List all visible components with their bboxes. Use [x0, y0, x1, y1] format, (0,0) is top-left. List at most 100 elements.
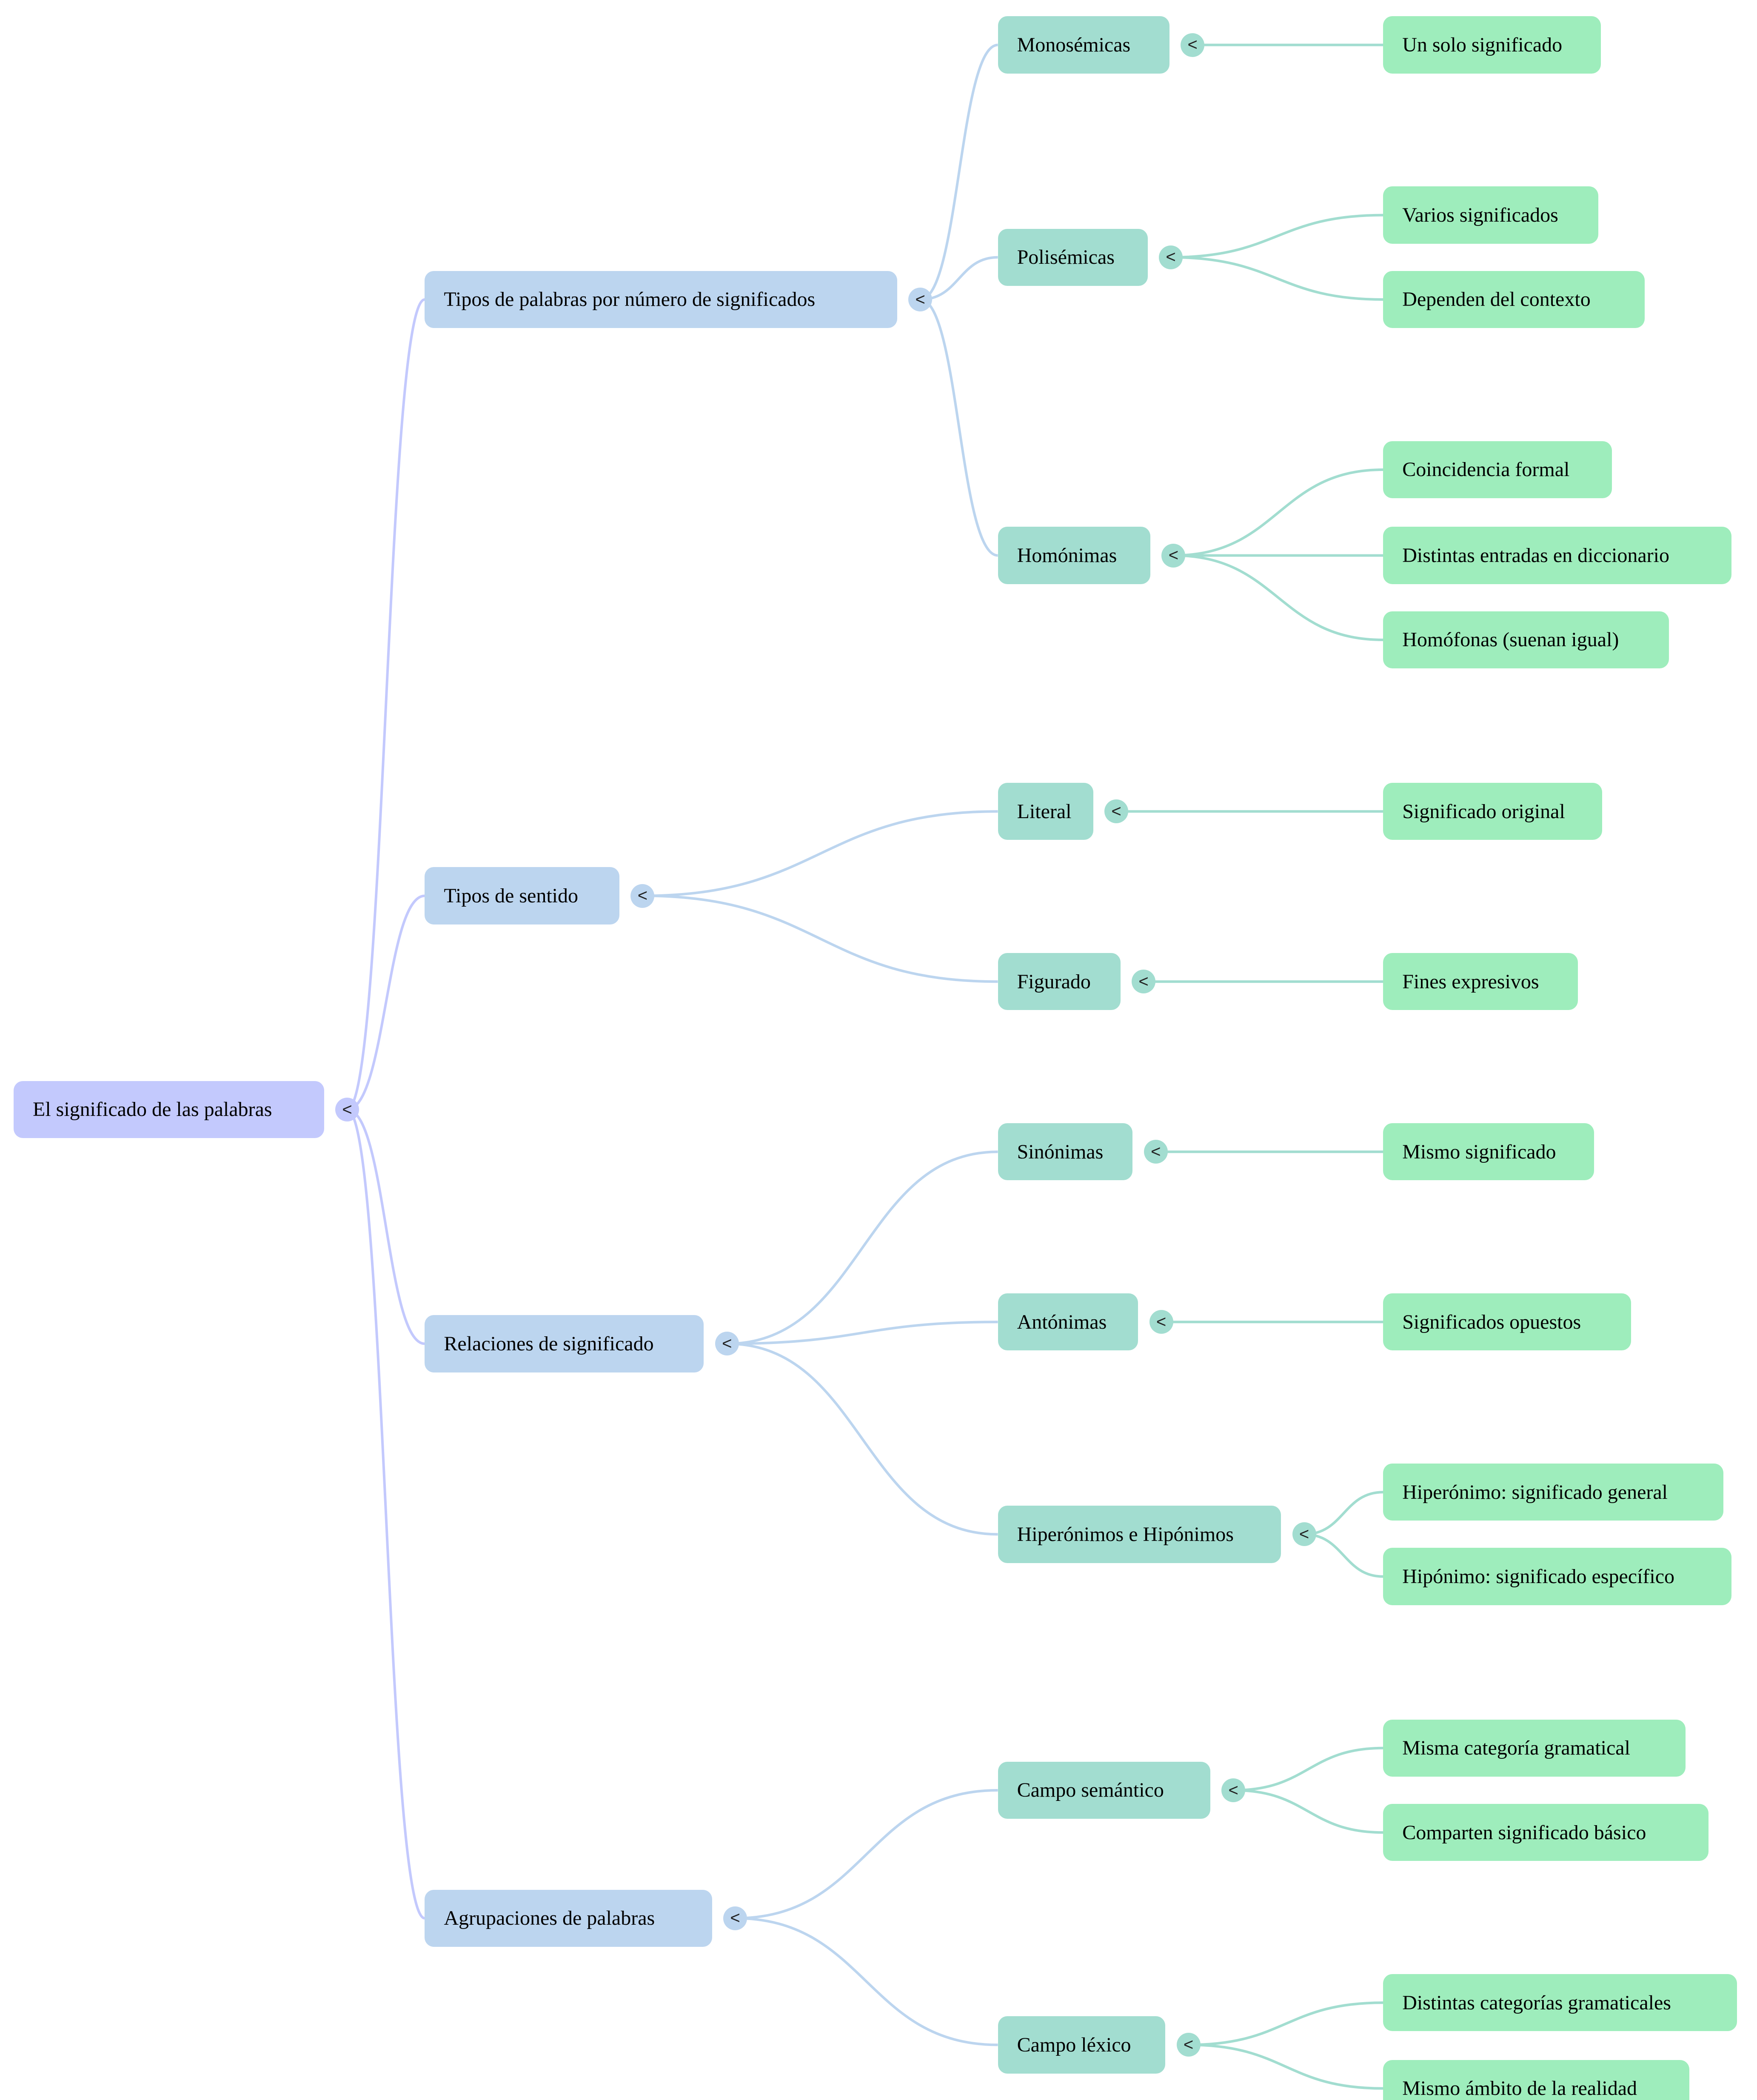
- link-edge: [920, 298, 998, 557]
- leaf-node[interactable]: Mismo ámbito de la realidad: [1383, 2060, 1690, 2100]
- node-label: Distintas entradas en diccionario: [1402, 544, 1669, 567]
- link-edge: [347, 1108, 425, 1345]
- topic-node[interactable]: Figurado: [998, 953, 1121, 1010]
- link-edge: [920, 256, 998, 301]
- leaf-node[interactable]: Hiperónimo: significado general: [1383, 1464, 1724, 1521]
- link-edge: [1170, 256, 1383, 301]
- leaf-node[interactable]: Distintas categorías gramaticales: [1383, 1974, 1737, 2032]
- node-label: Hiperónimo: significado general: [1402, 1481, 1668, 1504]
- link-edge: [346, 298, 425, 1111]
- node-label: Campo léxico: [1017, 2033, 1131, 2056]
- topic-node[interactable]: Hiperónimos e Hipónimos: [998, 1506, 1281, 1563]
- link-edge: [920, 43, 998, 301]
- leaf-node[interactable]: Mismo significado: [1383, 1123, 1594, 1181]
- leaf-node[interactable]: Un solo significado: [1383, 16, 1601, 74]
- node-label: Relaciones de significado: [444, 1332, 654, 1355]
- node-label: Significado original: [1402, 800, 1565, 823]
- link-edge: [347, 894, 425, 1111]
- leaf-node[interactable]: Significado original: [1383, 783, 1603, 840]
- link-edge: [1304, 1491, 1383, 1536]
- topic-node[interactable]: Homónimas: [998, 527, 1150, 584]
- topic-node[interactable]: Antónimas: [998, 1293, 1138, 1351]
- link-edge: [642, 894, 998, 983]
- node-label: Hiperónimos e Hipónimos: [1017, 1523, 1234, 1546]
- node-label: Dependen del contexto: [1402, 288, 1591, 311]
- node-label: Literal: [1017, 800, 1072, 823]
- node-label: Homófonas (suenan igual): [1402, 628, 1619, 651]
- leaf-node[interactable]: Distintas entradas en diccionario: [1383, 527, 1732, 584]
- branch-node[interactable]: Tipos de sentido: [425, 867, 619, 924]
- node-label: Tipos de palabras por número de signific…: [444, 288, 816, 311]
- leaf-node[interactable]: Varios significados: [1383, 186, 1598, 244]
- topic-node[interactable]: Sinónimas: [998, 1123, 1133, 1181]
- node-label: Significados opuestos: [1402, 1310, 1581, 1333]
- node-label: Hipónimo: significado específico: [1402, 1565, 1675, 1588]
- node-label: Misma categoría gramatical: [1402, 1737, 1630, 1760]
- collapse-toggle-icon[interactable]: <: [1181, 33, 1205, 57]
- link-edge: [642, 810, 998, 897]
- leaf-node[interactable]: Comparten significado básico: [1383, 1804, 1709, 1861]
- leaf-node[interactable]: Dependen del contexto: [1383, 271, 1645, 328]
- node-label: Polisémicas: [1017, 246, 1115, 269]
- collapse-toggle-icon[interactable]: <: [630, 884, 655, 908]
- link-edge: [727, 1321, 998, 1345]
- link-edge: [1304, 1533, 1383, 1578]
- leaf-node[interactable]: Hipónimo: significado específico: [1383, 1548, 1732, 1605]
- link-edge: [735, 1789, 998, 1920]
- collapse-toggle-icon[interactable]: <: [1292, 1522, 1316, 1546]
- topic-node[interactable]: Literal: [998, 783, 1093, 840]
- collapse-toggle-icon[interactable]: <: [1161, 543, 1186, 568]
- link-edge: [1188, 2001, 1383, 2046]
- leaf-node[interactable]: Homófonas (suenan igual): [1383, 611, 1669, 669]
- collapse-toggle-icon[interactable]: <: [335, 1098, 359, 1121]
- node-label: Figurado: [1017, 970, 1091, 993]
- branch-node[interactable]: Agrupaciones de palabras: [425, 1889, 712, 1947]
- link-edge: [735, 1917, 998, 2046]
- link-edge: [1170, 214, 1383, 259]
- topic-node[interactable]: Polisémicas: [998, 228, 1148, 286]
- collapse-toggle-icon[interactable]: <: [1176, 2033, 1201, 2057]
- node-label: El significado de las palabras: [33, 1098, 272, 1121]
- node-label: Campo semántico: [1017, 1779, 1164, 1802]
- collapse-toggle-icon[interactable]: <: [908, 288, 933, 311]
- collapse-toggle-icon[interactable]: <: [1149, 1310, 1173, 1334]
- collapse-toggle-icon[interactable]: <: [715, 1332, 739, 1356]
- link-edge: [727, 1150, 998, 1345]
- node-label: Homónimas: [1017, 544, 1117, 567]
- node-label: Coincidencia formal: [1402, 458, 1570, 481]
- leaf-node[interactable]: Fines expresivos: [1383, 953, 1578, 1010]
- root-node[interactable]: El significado de las palabras: [14, 1081, 324, 1138]
- link-edge: [727, 1342, 998, 1536]
- link-edge: [1188, 2043, 1383, 2090]
- branch-node[interactable]: Tipos de palabras por número de signific…: [425, 271, 897, 328]
- node-label: Fines expresivos: [1402, 970, 1539, 993]
- topic-node[interactable]: Campo semántico: [998, 1761, 1210, 1819]
- topic-node[interactable]: Campo léxico: [998, 2016, 1166, 2074]
- node-label: Un solo significado: [1402, 34, 1563, 57]
- collapse-toggle-icon[interactable]: <: [1221, 1778, 1246, 1802]
- collapse-toggle-icon[interactable]: <: [723, 1906, 747, 1930]
- collapse-toggle-icon[interactable]: <: [1144, 1140, 1168, 1164]
- node-label: Mismo ámbito de la realidad: [1402, 2077, 1637, 2100]
- node-label: Monosémicas: [1017, 34, 1131, 57]
- leaf-node[interactable]: Misma categoría gramatical: [1383, 1719, 1686, 1777]
- collapse-toggle-icon[interactable]: <: [1159, 245, 1183, 269]
- leaf-node[interactable]: Significados opuestos: [1383, 1293, 1631, 1351]
- collapse-toggle-icon[interactable]: <: [1104, 799, 1128, 824]
- node-label: Agrupaciones de palabras: [444, 1907, 655, 1930]
- node-label: Antónimas: [1017, 1310, 1107, 1333]
- leaf-node[interactable]: Coincidencia formal: [1383, 441, 1612, 499]
- topic-node[interactable]: Monosémicas: [998, 16, 1169, 74]
- branch-node[interactable]: Relaciones de significado: [425, 1315, 704, 1372]
- link-edge: [1233, 1746, 1383, 1792]
- node-label: Varios significados: [1402, 204, 1558, 227]
- link-edge: [346, 1108, 425, 1920]
- node-label: Distintas categorías gramaticales: [1402, 1991, 1671, 2014]
- node-label: Comparten significado básico: [1402, 1821, 1646, 1844]
- link-edge: [1233, 1789, 1383, 1834]
- link-edge: [1173, 554, 1383, 641]
- node-label: Tipos de sentido: [444, 885, 578, 907]
- collapse-toggle-icon[interactable]: <: [1132, 970, 1155, 994]
